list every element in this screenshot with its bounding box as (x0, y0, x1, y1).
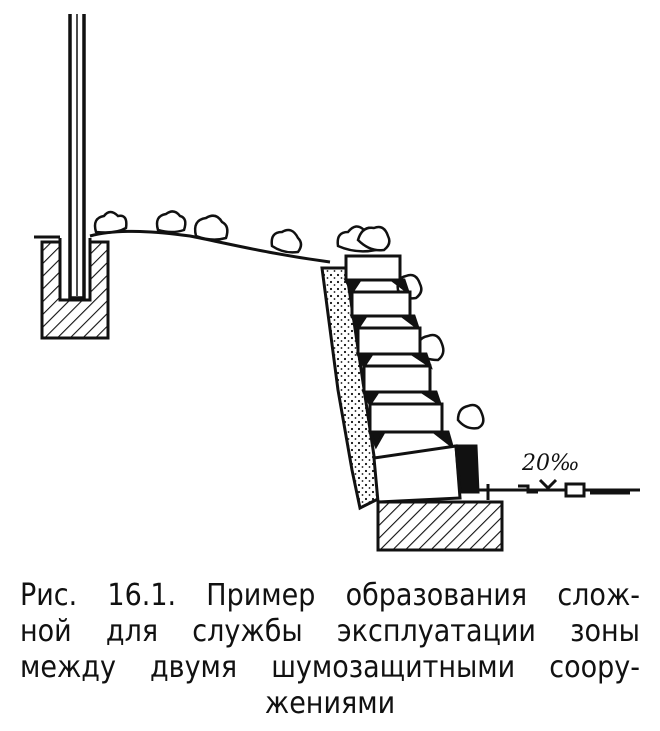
caption-line: Рис. 16.1. Пример образования слож- (20, 578, 640, 613)
stepped-retaining-wall (343, 254, 480, 504)
wall-foundation (376, 500, 504, 552)
left-noise-screen (40, 14, 110, 340)
slope-label: 20‰ (521, 451, 580, 476)
cross-section-diagram: 20‰ (34, 14, 640, 552)
ground-line (34, 229, 331, 264)
caption-line: между двумя шумозащитными соору- (20, 650, 640, 685)
vegetation (93, 210, 485, 430)
roadway (478, 478, 640, 500)
figure-caption: Рис. 16.1. Пример образования слож- ной … (20, 578, 640, 722)
caption-line: жениями (264, 686, 396, 721)
caption-line: ной для службы эксплуатации зоны (20, 614, 640, 649)
